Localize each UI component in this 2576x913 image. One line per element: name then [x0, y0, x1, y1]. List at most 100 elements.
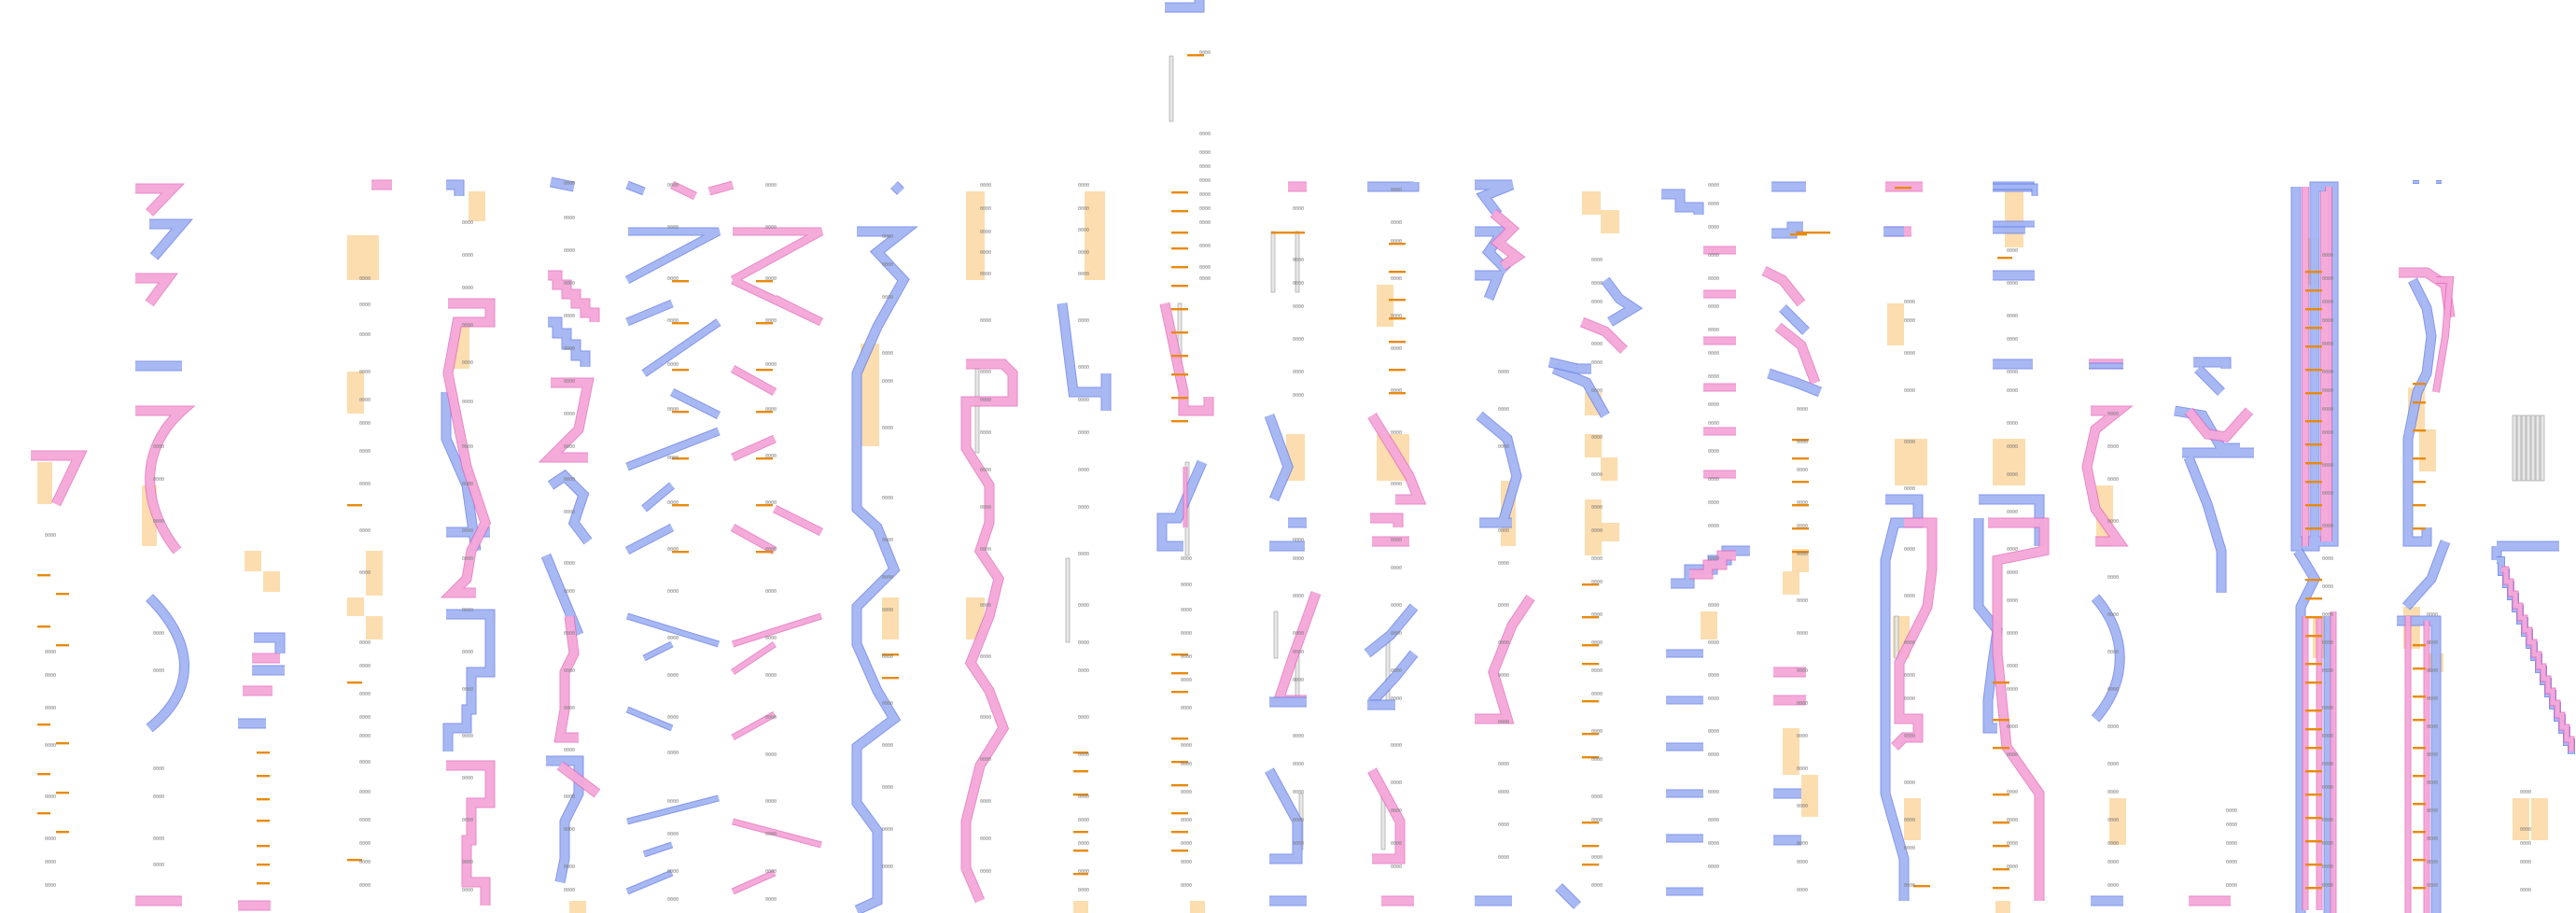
tick-label: 0000 [1708, 673, 1719, 679]
orange-mark [756, 457, 773, 460]
highlight-block [1601, 210, 1619, 233]
blue-ribbon [1476, 411, 1522, 528]
tick-label: 0000 [2007, 724, 2018, 730]
orange-mark [56, 831, 69, 834]
tick-label: 0000 [882, 295, 893, 301]
tick-label: 0000 [2107, 883, 2119, 889]
tick-label: 0000 [359, 715, 371, 721]
orange-mark [2305, 443, 2322, 446]
tick-label: 0000 [1181, 678, 1192, 683]
tick-label: 0000 [1708, 603, 1719, 609]
blue-ribbon-fill [1773, 789, 1801, 845]
tick-label: 0000 [1708, 696, 1719, 702]
tick-label: 0000 [1904, 673, 1915, 679]
tick-label: 0000 [564, 706, 575, 711]
orange-mark [56, 742, 69, 745]
tick-label: 0000 [1591, 505, 1603, 511]
tick-label: 0000 [153, 477, 164, 483]
pink-ribbon-fill [2405, 616, 2429, 913]
pink-ribbon [1703, 246, 1736, 479]
gray-track [2530, 414, 2536, 482]
tick-label: 0000 [1391, 668, 1402, 674]
orange-mark [257, 882, 270, 885]
tick-label: 0000 [2322, 841, 2333, 847]
tick-label: 0000 [2322, 342, 2333, 347]
tick-label: 0000 [765, 799, 777, 805]
orange-mark [37, 625, 50, 628]
pink-ribbon-fill [1885, 182, 1923, 236]
orange-mark [2305, 308, 2322, 311]
tick-label: 0000 [1708, 500, 1719, 506]
orange-mark [257, 751, 270, 754]
tick-label: 0000 [2427, 640, 2438, 646]
highlight-block [1783, 728, 1799, 775]
tick-label: 0000 [2007, 510, 2018, 515]
tick-label: 0000 [359, 332, 371, 338]
tick-label: 0000 [2007, 752, 2018, 758]
blue-ribbon-fill [1157, 460, 1207, 551]
tick-label: 0000 [1293, 556, 1304, 562]
tick-label: 0000 [1591, 580, 1603, 585]
pink-ribbon-fill [446, 761, 495, 906]
tick-label: 0000 [564, 794, 575, 800]
orange-mark [1790, 233, 1807, 236]
tick-label: 0000 [1904, 594, 1915, 599]
tick-label: 0000 [1391, 603, 1402, 609]
tick-label: 0000 [1293, 762, 1304, 767]
tick-label: 0000 [359, 664, 371, 669]
tick-label: 0000 [1708, 752, 1719, 758]
tick-label: 0000 [2107, 762, 2119, 767]
tick-label: 0000 [765, 318, 777, 324]
orange-mark [1073, 794, 1088, 796]
tick-label: 0000 [1181, 790, 1192, 795]
tick-label: 0000 [1498, 603, 1509, 609]
tick-label: 0000 [462, 650, 473, 655]
orange-mark [756, 369, 773, 372]
orange-mark [1993, 719, 2009, 722]
tick-label: 0000 [462, 776, 473, 781]
orange-mark [1171, 691, 1188, 694]
tick-label: 0000 [980, 547, 991, 553]
orange-mark [2413, 695, 2426, 698]
blue-ribbon [1773, 788, 1801, 846]
tick-label: 0000 [2520, 790, 2531, 795]
pink-ribbon [2432, 276, 2455, 393]
tick-label: 0000 [359, 398, 371, 403]
tick-label: 0000 [462, 286, 473, 291]
blue-ribbon-fill [1266, 697, 1307, 864]
tick-label: 0000 [1181, 706, 1192, 711]
tick-label: 0000 [1498, 561, 1509, 567]
tick-label: 0000 [2322, 253, 2333, 259]
pink-ribbon-fill [1773, 667, 1806, 705]
tick-label: 0000 [1591, 729, 1603, 735]
pink-ribbon [1367, 413, 1427, 527]
tick-label: 0000 [359, 790, 371, 795]
blue-ribbon [540, 469, 593, 638]
tick-label: 0000 [1708, 225, 1719, 231]
orange-mark [1997, 257, 2012, 260]
orange-mark [2305, 462, 2322, 465]
tick-label: 0000 [2520, 827, 2531, 833]
tick-label: 0000 [1078, 818, 1089, 823]
orange-mark [2305, 709, 2322, 712]
blue-ribbon-fill [1265, 414, 1307, 527]
highlight-block [1701, 611, 1717, 639]
tick-label: 0000 [2427, 808, 2438, 814]
tick-label: 0000 [2007, 547, 2018, 553]
highlight-block [347, 372, 364, 414]
orange-mark [1582, 864, 1599, 866]
pink-ribbon [556, 761, 601, 798]
tick-label: 0000 [1591, 612, 1603, 618]
orange-mark [672, 411, 689, 414]
blue-ribbon-fill [2492, 541, 2559, 560]
tick-label: 0000 [2322, 612, 2333, 618]
highlight-block [1085, 191, 1105, 280]
tick-label: 0000 [2007, 570, 2018, 576]
tick-label: 0000 [1498, 407, 1509, 413]
tick-label: 0000 [980, 272, 991, 277]
orange-mark [257, 820, 270, 822]
blue-ribbon-fill [1661, 190, 1703, 215]
tick-label: 0000 [1591, 757, 1603, 763]
orange-mark [37, 773, 50, 776]
blue-ribbon [2174, 357, 2254, 593]
